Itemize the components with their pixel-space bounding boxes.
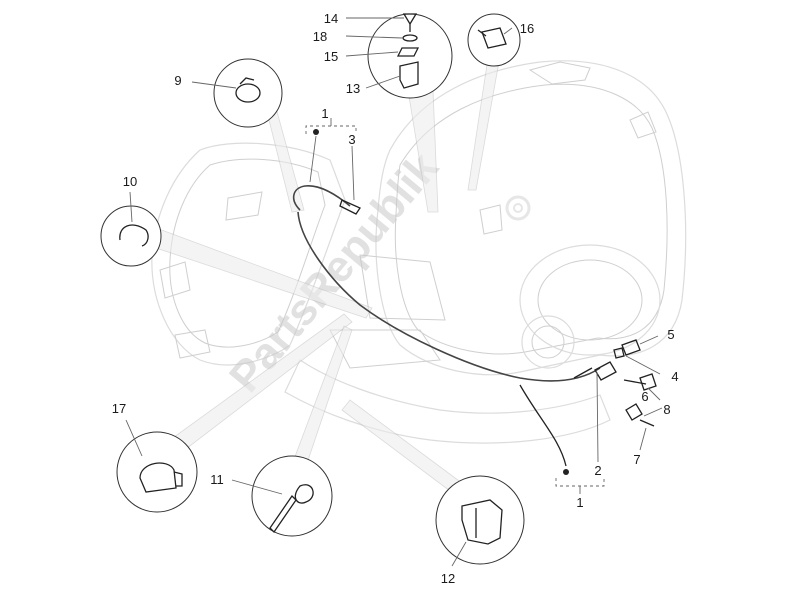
part-7-screw	[639, 419, 655, 427]
cable-clamp-part-3	[339, 199, 361, 215]
callout-18: 18	[313, 29, 327, 44]
detail-circle-17	[116, 419, 198, 513]
part-6-bolt	[623, 379, 647, 385]
detail-circle-10	[100, 191, 162, 267]
callout-4: 4	[671, 369, 678, 384]
callout-14: 14	[324, 11, 338, 26]
detail-circle-16	[467, 13, 521, 67]
callout-15: 15	[324, 49, 338, 64]
detail-circle-9	[191, 58, 283, 128]
fastener-parts	[596, 335, 663, 463]
detail-wedges	[131, 55, 501, 501]
callout-17: 17	[112, 401, 126, 416]
callout-6: 6	[641, 389, 648, 404]
callout-2: 2	[594, 463, 601, 478]
callout-9: 9	[174, 73, 181, 88]
detail-circle-top-center	[345, 13, 453, 99]
callout-16: 16	[520, 21, 534, 36]
part-13-bracket	[399, 61, 419, 89]
part-16-clip	[481, 27, 507, 49]
callout-13: 13	[346, 81, 360, 96]
part-4-nut	[613, 347, 625, 359]
part-17-cable-holder	[139, 462, 177, 493]
part-12-cable-guide	[461, 499, 503, 545]
part-8-clip	[625, 403, 643, 421]
cable-marker-dot-lower	[563, 469, 569, 475]
throttle-cable	[292, 129, 617, 475]
callout-7: 7	[633, 452, 640, 467]
part-11-cable-tie-head	[294, 484, 314, 504]
callout-10: 10	[123, 174, 137, 189]
callout-labels: 1 1 2 3 4 5 6 7 8 9 10 11 12 13 14 15 16…	[112, 11, 679, 586]
group-bracket-lower	[555, 478, 605, 494]
callout-12: 12	[441, 571, 455, 586]
part-10-ring-clip	[119, 224, 149, 247]
part-9-hose-clamp	[235, 83, 261, 103]
cable-marker-dot-upper	[313, 129, 319, 135]
detail-circle-12	[435, 475, 525, 567]
callout-5: 5	[667, 327, 674, 342]
detail-circle-11	[231, 455, 333, 537]
group-bracket-upper	[305, 118, 357, 134]
part-5-bushing	[621, 339, 641, 356]
part-14-screw	[402, 13, 418, 26]
part-11-cable-tie-strap	[269, 494, 297, 534]
part-18-washer	[402, 34, 418, 42]
callout-1-lower: 1	[576, 495, 583, 510]
part-15-nut-plate	[396, 47, 420, 57]
callout-11: 11	[210, 472, 224, 487]
callout-1-upper: 1	[321, 106, 328, 121]
callout-8: 8	[663, 402, 670, 417]
cable-end-fitting	[594, 361, 617, 381]
callout-3: 3	[348, 132, 355, 147]
watermark-gear-icon	[505, 195, 531, 221]
